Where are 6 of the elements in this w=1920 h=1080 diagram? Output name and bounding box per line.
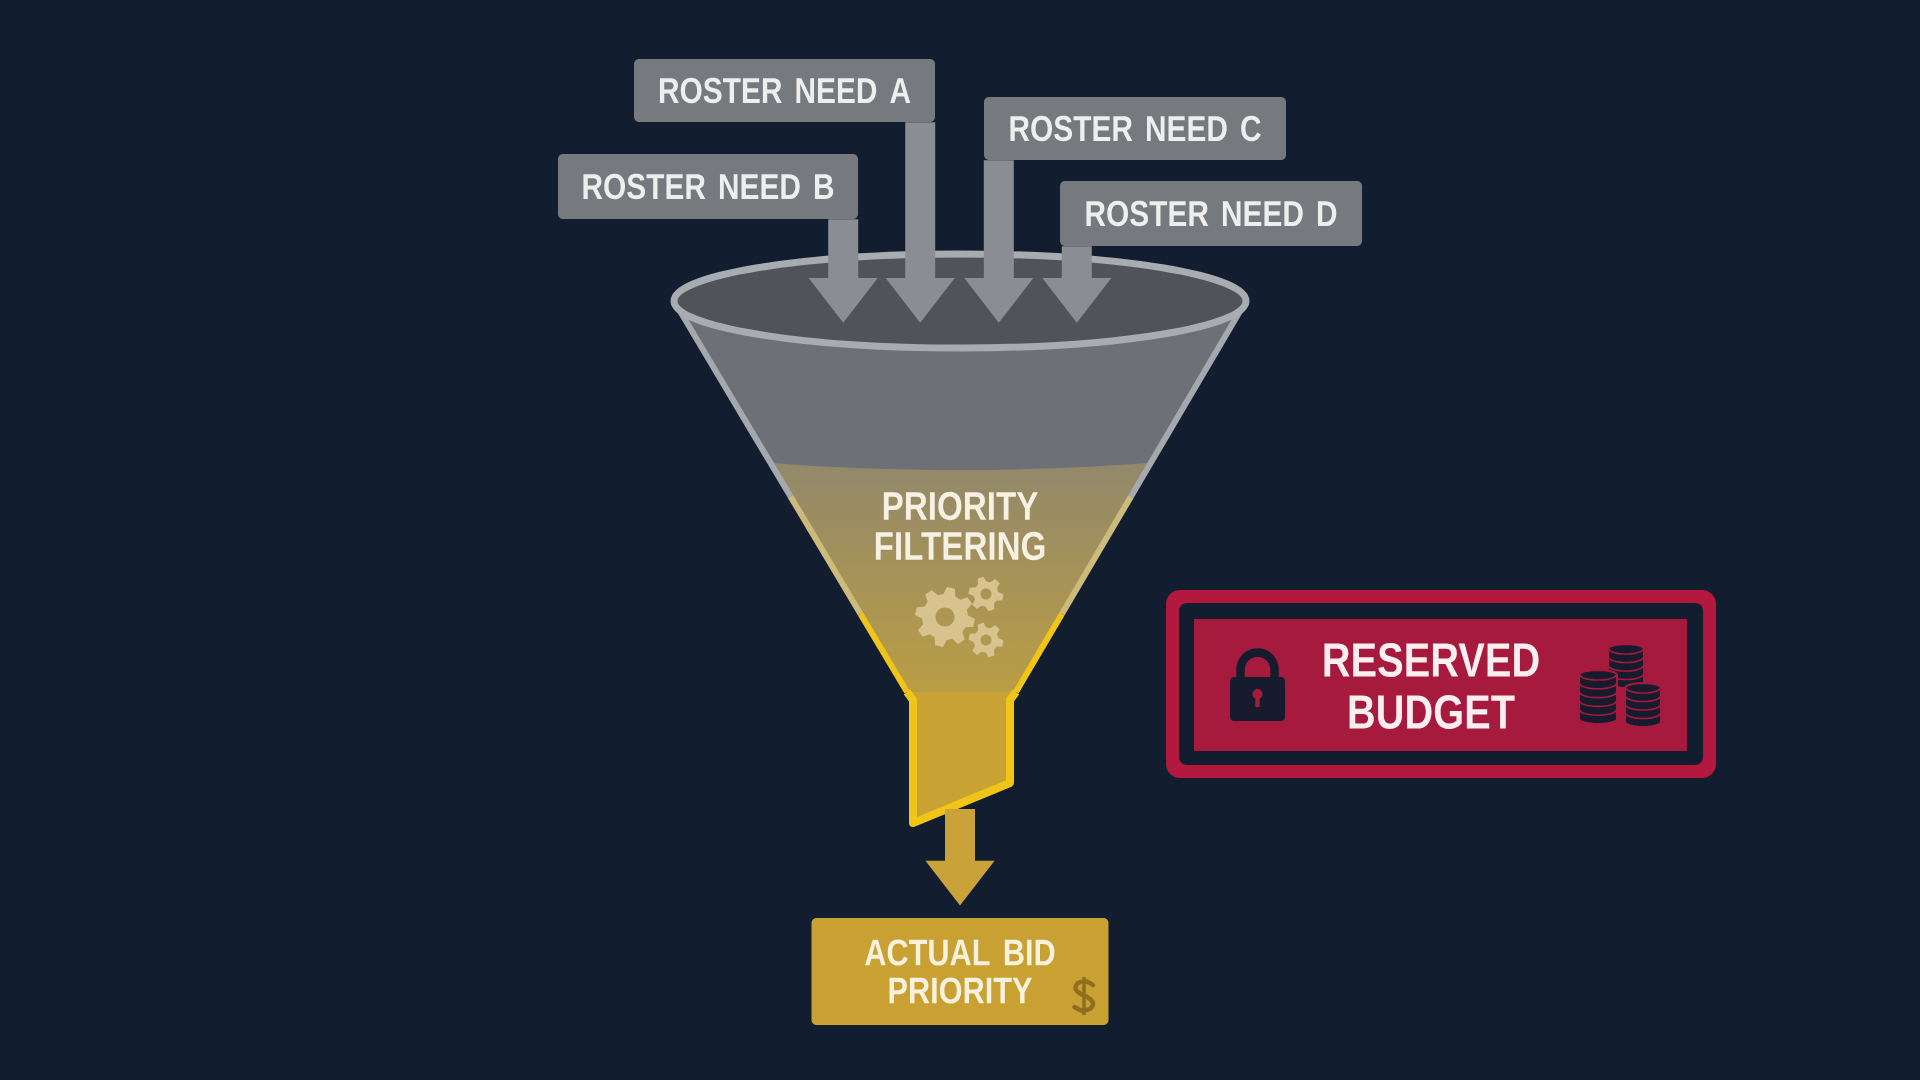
label-box: ROSTER NEED A (634, 59, 935, 122)
budget-box: RESERVED BUDGET (1166, 590, 1716, 778)
label-box: ROSTER NEED D (1060, 181, 1362, 246)
label-box: ROSTER NEED B (558, 154, 858, 219)
label-box: ROSTER NEED C (984, 97, 1286, 160)
output-box: ACTUAL BID PRIORITY (811, 918, 1109, 1025)
